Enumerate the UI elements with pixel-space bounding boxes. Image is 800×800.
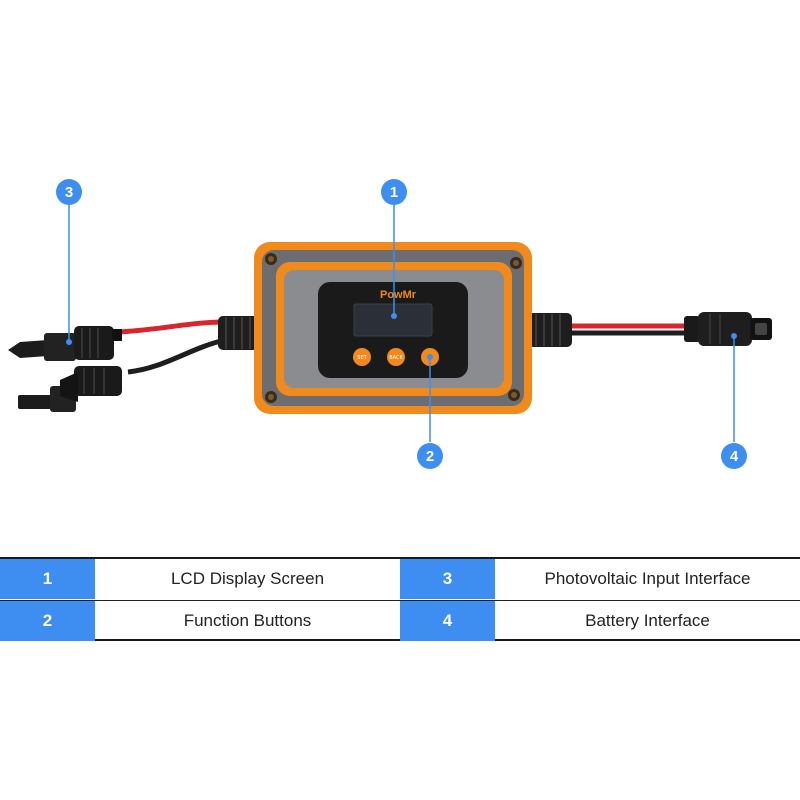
cables <box>117 319 685 375</box>
callout-badge-1: 1 <box>381 179 407 205</box>
callout-badge-4: 4 <box>721 443 747 469</box>
lcd-display-screen <box>353 303 433 337</box>
function-buttons: SET BACK ▼ <box>353 348 439 366</box>
pv-red-cable <box>117 319 226 335</box>
legend-row: 2 Function Buttons 4 Battery Interface <box>0 600 800 641</box>
set-button-label: SET <box>357 355 367 361</box>
callout-number-4: 4 <box>730 448 739 465</box>
right-strain-relief <box>528 313 572 347</box>
product-diagram: PowMr SET BACK ▼ 1 2 <box>8 179 772 469</box>
brand-logo: PowMr <box>380 289 417 301</box>
back-button[interactable]: BACK <box>387 348 405 366</box>
legend-label-photovoltaic-input-interface: Photovoltaic Input Interface <box>544 569 751 588</box>
callout-badge-2: 2 <box>417 443 443 469</box>
legend-number-1: 1 <box>0 559 95 599</box>
legend-number-3: 3 <box>400 559 495 599</box>
set-button[interactable]: SET <box>353 348 371 366</box>
callout-dots <box>66 313 737 360</box>
callout-lines <box>68 205 735 442</box>
legend-number-4: 4 <box>400 601 495 641</box>
legend-label-battery-interface: Battery Interface <box>585 611 710 630</box>
pv-connector-top <box>8 326 122 361</box>
callout-number-2: 2 <box>426 448 434 465</box>
callout-badge-3: 3 <box>56 179 82 205</box>
pv-black-cable <box>127 337 226 375</box>
legend-table: 1 LCD Display Screen 3 Photovoltaic Inpu… <box>0 557 800 641</box>
legend-label-function-buttons: Function Buttons <box>183 611 312 630</box>
back-button-label: BACK <box>389 355 403 361</box>
pv-connector-bottom <box>18 366 122 412</box>
callout-number-3: 3 <box>65 184 73 201</box>
sae-battery-connector <box>684 312 772 346</box>
legend-row: 1 LCD Display Screen 3 Photovoltaic Inpu… <box>0 559 800 599</box>
legend-number-2: 2 <box>0 601 95 641</box>
controller-housing: PowMr <box>254 242 532 414</box>
callout-number-1: 1 <box>390 184 398 201</box>
legend-label-lcd-display-screen: LCD Display Screen <box>170 569 325 588</box>
housing-screws <box>265 253 522 403</box>
left-strain-relief <box>218 316 258 350</box>
